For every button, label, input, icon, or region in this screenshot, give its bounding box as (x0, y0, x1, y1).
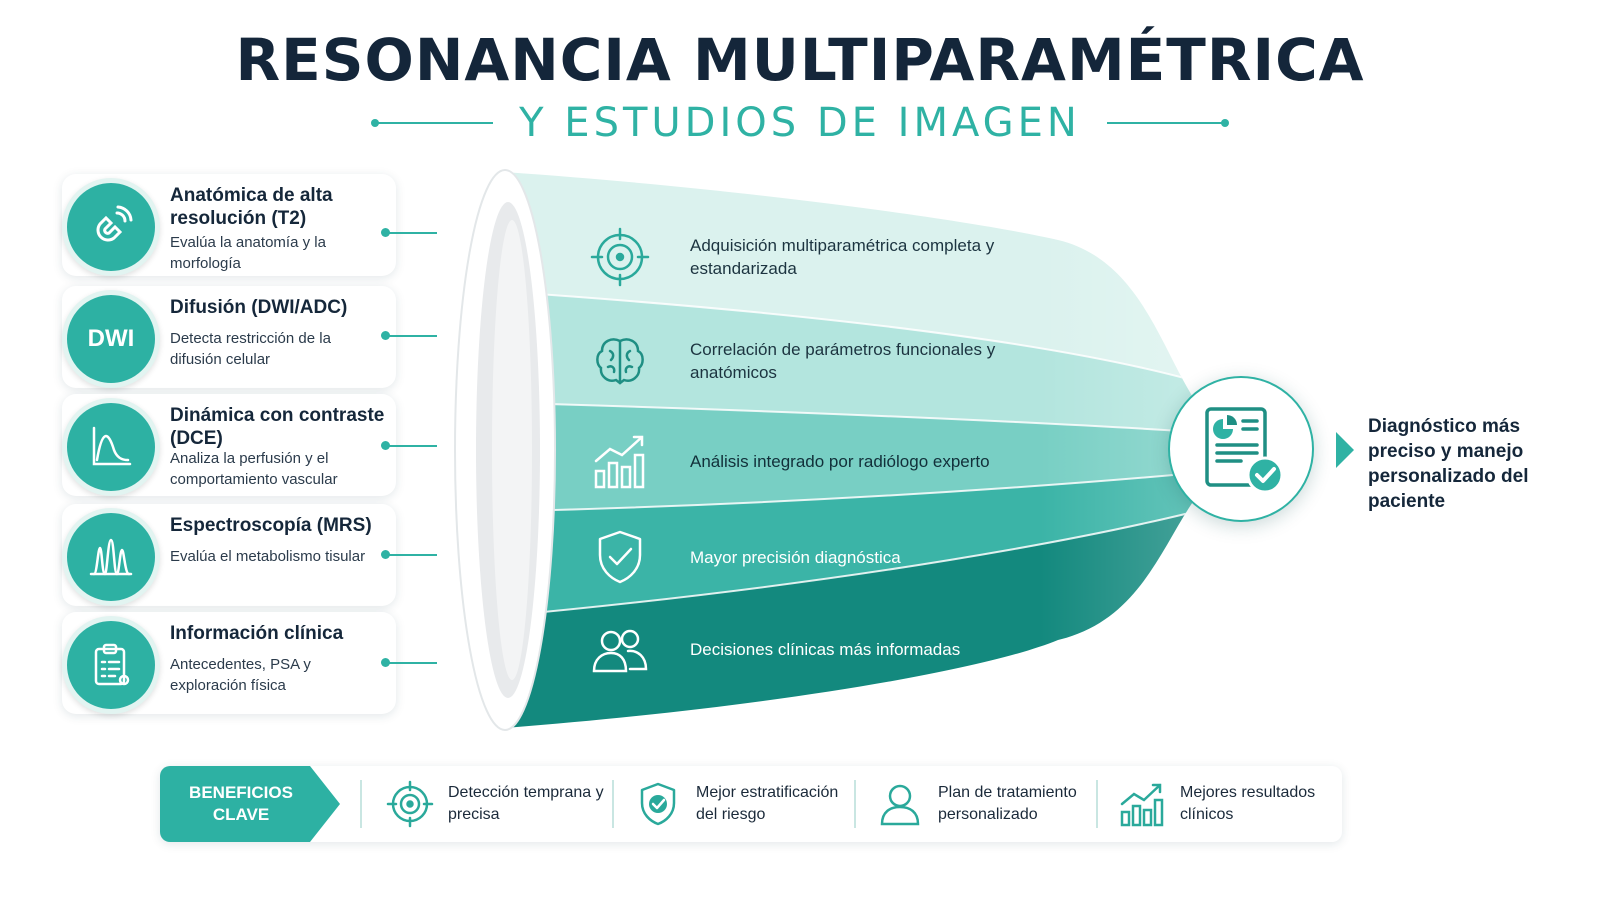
input-card-dce: Dinámica con contraste (DCE) Analiza la … (62, 394, 396, 496)
growth-chart-icon (1120, 783, 1164, 827)
input-title: Espectroscopía (MRS) (170, 515, 372, 536)
user-icon (880, 784, 920, 826)
benefit-divider (854, 780, 856, 828)
benefit-divider (360, 780, 362, 828)
spectrum-peaks-icon (62, 508, 160, 606)
input-desc: Evalúa el metabolismo tisular (170, 548, 366, 565)
funnel-stage-2: Correlación de parámetros funcionales y … (590, 326, 1110, 396)
funnel-stage-5: Decisiones clínicas más informadas (590, 614, 1110, 684)
benefit-divider (1096, 780, 1098, 828)
subtitle-row: Y ESTUDIOS DE IMAGEN (0, 96, 1600, 150)
result-text: Diagnóstico más preciso y manejo persona… (1368, 416, 1529, 512)
dwi-icon: DWI (62, 290, 160, 388)
stage-text: Análisis integrado por radiólogo experto (690, 451, 990, 471)
target-icon (590, 227, 650, 287)
shield-check-icon (640, 782, 676, 826)
input-card-dwi: DWI Difusión (DWI/ADC) Detecta restricci… (62, 286, 396, 388)
input-connector (381, 441, 437, 450)
input-title: Difusión (DWI/ADC) (170, 297, 348, 318)
stage-text: Correlación de parámetros funcionales y … (690, 340, 996, 382)
benefit-item-3: Plan de tratamiento personalizado (876, 766, 1098, 842)
subtitle-decor-line-right (1106, 119, 1229, 127)
benefits-tag: BENEFICIOS CLAVE (160, 766, 340, 842)
page-subtitle: Y ESTUDIOS DE IMAGEN (519, 100, 1081, 146)
users-icon (592, 629, 648, 673)
benefit-item-1: Detección temprana y precisa (386, 766, 608, 842)
benefit-text: Mejores resultados clínicos (1180, 784, 1316, 823)
input-card-t2: Anatómica de alta resolución (T2) Evalúa… (62, 174, 396, 276)
input-connector (381, 658, 437, 667)
benefit-item-2: Mejor estratificación del riesgo (634, 766, 856, 842)
benefit-text: Mejor estratificación del riesgo (696, 784, 839, 823)
input-title: Anatómica de alta resolución (T2) (170, 185, 333, 229)
input-desc: Antecedentes, PSA y exploración física (170, 656, 311, 694)
input-connector (381, 550, 437, 559)
benefit-text: Plan de tratamiento personalizado (938, 784, 1077, 823)
input-title: Dinámica con contraste (DCE) (170, 405, 385, 449)
input-desc: Analiza la perfusión y el comportamiento… (170, 450, 338, 488)
input-card-mrs: Espectroscopía (MRS) Evalúa el metabolis… (62, 504, 396, 606)
shield-check-icon (598, 530, 642, 584)
benefits-bar: BENEFICIOS CLAVE Detección temprana y pr… (160, 766, 1342, 842)
result-circle (1168, 376, 1314, 522)
magnet-icon (62, 178, 160, 276)
benefit-item-4: Mejores resultados clínicos (1118, 766, 1340, 842)
input-desc: Detecta restricción de la difusión celul… (170, 330, 331, 368)
stage-text: Decisiones clínicas más informadas (690, 639, 961, 659)
dwi-icon-label: DWI (87, 325, 135, 352)
stage-text: Mayor precisión diagnóstica (690, 547, 901, 567)
bar-chart-icon (594, 435, 645, 489)
page-title: RESONANCIA MULTIPARAMÉTRICA (235, 26, 1365, 94)
funnel-stage-4: Mayor precisión diagnóstica (590, 522, 1110, 592)
clipboard-icon (62, 616, 160, 714)
benefit-text: Detección temprana y precisa (448, 784, 604, 823)
benefits-label: BENEFICIOS CLAVE (189, 783, 293, 824)
benefit-divider (612, 780, 614, 828)
input-title: Información clínica (170, 623, 344, 644)
target-icon (386, 780, 434, 828)
funnel-stage-3: Análisis integrado por radiólogo experto (590, 426, 1110, 496)
stage-text: Adquisición multiparamétrica completa y … (690, 236, 995, 278)
funnel-stage-1: Adquisición multiparamétrica completa y … (590, 222, 1110, 292)
input-card-clinical: Información clínica Antecedentes, PSA y … (62, 612, 396, 714)
input-desc: Evalúa la anatomía y la morfología (170, 234, 326, 272)
subtitle-decor-line-left (371, 119, 494, 127)
brain-icon (596, 338, 644, 385)
input-connector (381, 331, 437, 340)
report-check-icon (1205, 407, 1284, 494)
curve-graph-icon (62, 398, 160, 496)
input-connector (381, 228, 437, 237)
result-arrow-icon (1336, 432, 1354, 468)
